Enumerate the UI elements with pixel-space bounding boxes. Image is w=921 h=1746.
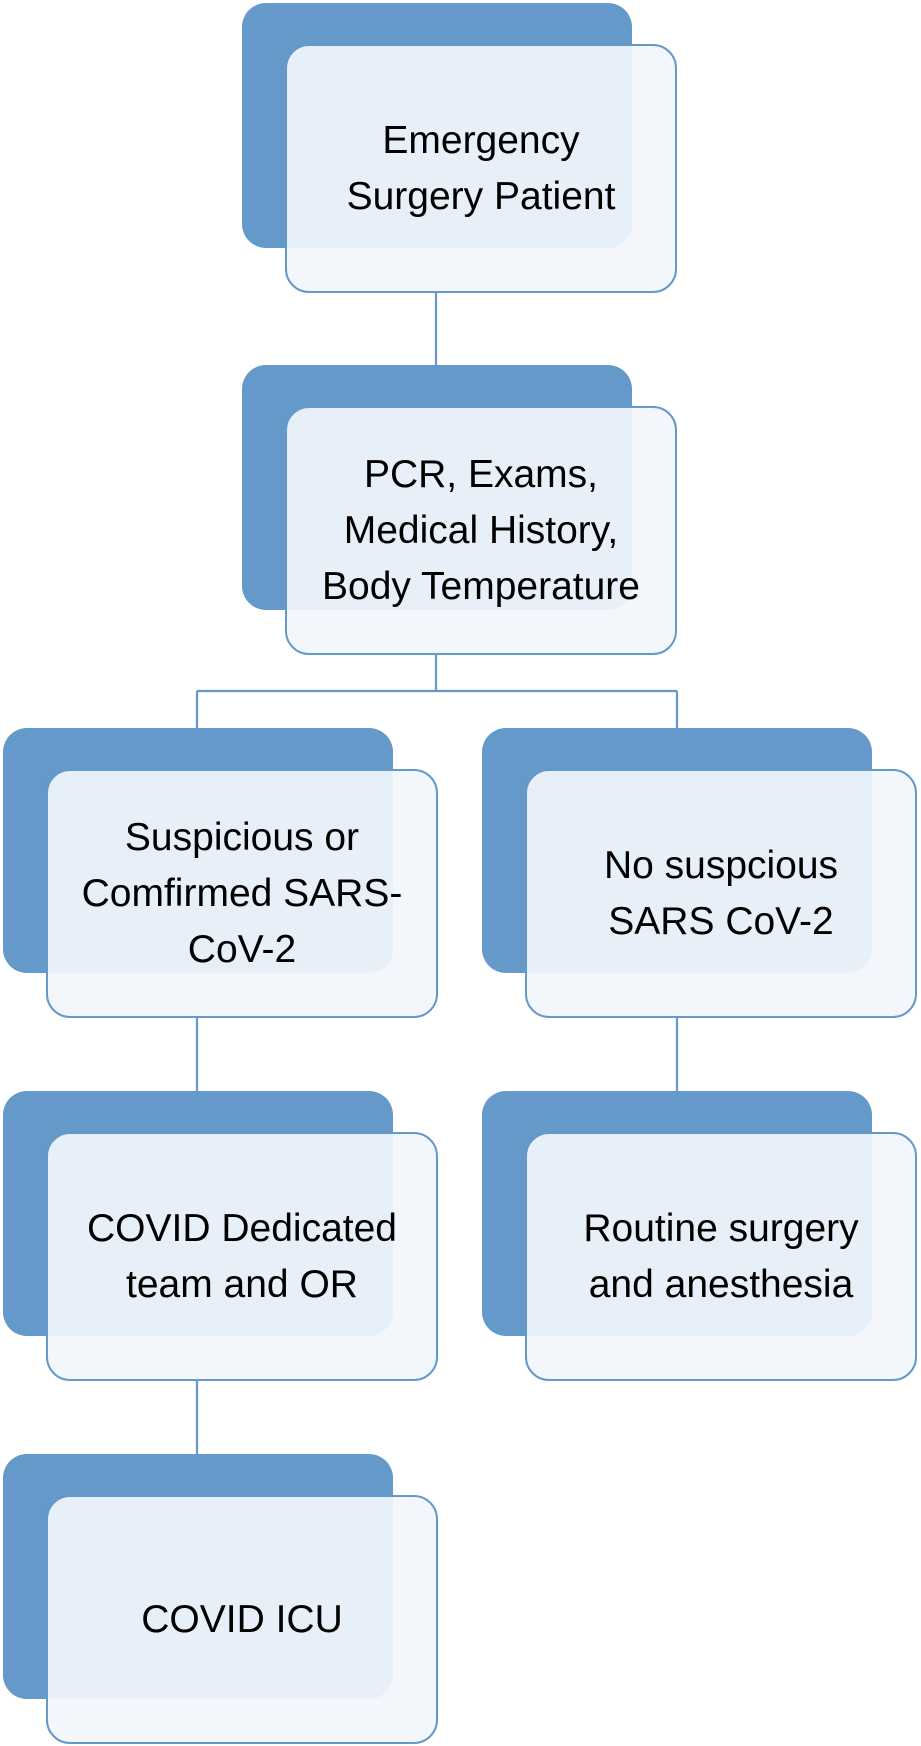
node-box: Emergency Surgery Patient [285,44,677,293]
node-box: Suspicious or Comfirmed SARS- CoV-2 [46,769,438,1018]
node-covid-icu: COVID ICU [3,1454,438,1744]
node-label: COVID ICU [141,1597,343,1641]
node-assessment: PCR, Exams, Medical History, Body Temper… [242,365,677,655]
node-label: No suspcious SARS CoV-2 [603,843,839,943]
node-box: COVID ICU [46,1495,438,1744]
node-label: Emergency Surgery Patient [346,118,616,218]
node-routine-surgery: Routine surgery and anesthesia [482,1091,917,1381]
node-suspicious-sars-cov-2: Suspicious or Comfirmed SARS- CoV-2 [3,728,438,1018]
node-emergency-surgery-patient: Emergency Surgery Patient [242,3,677,293]
node-box: No suspcious SARS CoV-2 [525,769,917,1018]
node-label: Suspicious or Comfirmed SARS- CoV-2 [81,815,403,971]
node-no-suspicious-sars-cov-2: No suspcious SARS CoV-2 [482,728,917,1018]
node-label: PCR, Exams, Medical History, Body Temper… [322,452,640,608]
node-label: COVID Dedicated team and OR [87,1206,397,1306]
node-label: Routine surgery and anesthesia [583,1206,859,1306]
node-box: PCR, Exams, Medical History, Body Temper… [285,406,677,655]
node-box: Routine surgery and anesthesia [525,1132,917,1381]
node-box: COVID Dedicated team and OR [46,1132,438,1381]
node-covid-dedicated-team: COVID Dedicated team and OR [3,1091,438,1381]
